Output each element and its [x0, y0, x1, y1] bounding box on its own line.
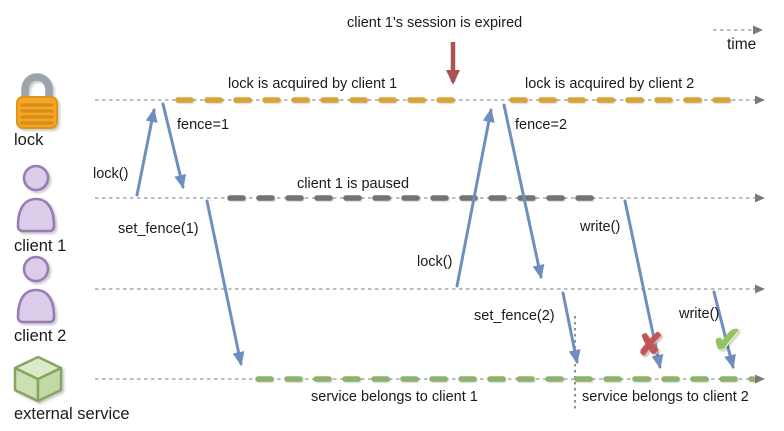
- actor-label-client1: client 1: [14, 237, 67, 255]
- span-label-service-client2: service belongs to client 2: [582, 389, 749, 405]
- arrow-write-client2: [712, 290, 736, 369]
- person-icon-client2: [13, 254, 59, 329]
- padlock-icon: [12, 72, 62, 135]
- span-label-lock-acquired-client1: lock is acquired by client 1: [228, 76, 398, 92]
- message-label-lock1: lock(): [93, 166, 129, 182]
- actor-label-client2: client 2: [14, 327, 67, 345]
- message-label-set-fence2: set_fence(2): [474, 308, 555, 324]
- write-rejected-x-icon: ✘: [637, 327, 663, 362]
- time-axis-label: time: [727, 36, 757, 53]
- write-accepted-check-icon: ✔: [712, 319, 743, 360]
- person-icon-client1: [13, 163, 59, 238]
- arrow-write-client1: [623, 199, 664, 369]
- arrow-lock-call-client2: [455, 108, 495, 288]
- arrow-set-fence1: [205, 199, 245, 366]
- arrow-set-fence2: [561, 291, 581, 364]
- message-label-set-fence1: set_fence(1): [118, 221, 199, 237]
- arrow-fence1-response: [161, 102, 187, 189]
- arrow-fence2-response: [502, 103, 545, 279]
- span-label-service-client1: service belongs to client 1: [311, 389, 478, 405]
- message-label-fence2: fence=2: [515, 117, 568, 133]
- span-label-client1-paused: client 1 is paused: [297, 176, 410, 192]
- message-label-write2: write(): [679, 306, 720, 322]
- actor-label-lock: lock: [14, 131, 44, 149]
- actor-label-external-service: external service: [14, 405, 130, 423]
- message-label-lock2: lock(): [417, 254, 453, 270]
- cube-icon-external-service: [12, 354, 64, 409]
- span-label-lock-acquired-client2: lock is acquired by client 2: [525, 76, 695, 92]
- session-expired-annotation: client 1's session is expired: [347, 15, 523, 31]
- message-label-write1: write(): [580, 219, 621, 235]
- arrow-lock-call-client1: [135, 108, 158, 197]
- message-label-fence1: fence=1: [177, 117, 230, 133]
